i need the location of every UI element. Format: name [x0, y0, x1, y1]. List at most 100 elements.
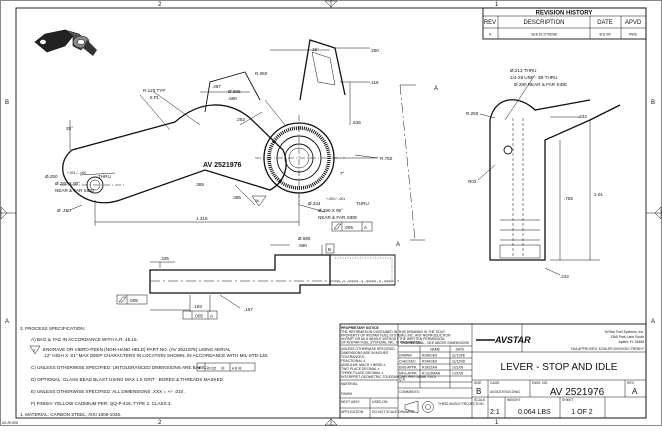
note-3-line2: .12" HIGH X .01" MAX DEEP CHARACTERS IN …: [43, 353, 268, 358]
note-e: E) UNLESS OTHERWISE SPECIFIED: ALL DIMEN…: [31, 389, 186, 394]
units-line-3: FRACTIONAL ±: [341, 359, 365, 363]
dim-116: .116: [370, 80, 379, 85]
zone-top-1: 1: [495, 2, 499, 8]
weight-label: WEIGHT: [507, 398, 521, 402]
center-mark-top: [324, 0, 338, 8]
dim-695: Ø.695: [228, 89, 241, 94]
dim-r060: R.060: [255, 71, 268, 76]
note-c: C) UNLESS OTHERWISE SPECIFIED: UNTOLERAN…: [31, 365, 208, 370]
zone-bottom-2: 2: [158, 420, 162, 426]
avstar-logo: AVSTAR: [476, 335, 531, 345]
scale-value: 2:1: [490, 409, 500, 416]
sig-mfg-date: 1/21/09: [452, 372, 463, 376]
sig-checked-date: 11/12/08: [452, 360, 465, 364]
dim-5pl: 5 PL: [150, 95, 160, 100]
projection-label: THIRD ANGLE PROJECTION: [438, 402, 484, 406]
interp-note: INTERPRET GEOMETRIC TOLERANCING PER: ASM…: [341, 375, 436, 379]
note-flag-3a: [251, 195, 267, 207]
side-242b: .242: [560, 274, 569, 279]
bottom-flat-tol: .005: [129, 298, 138, 303]
weight-value: 0.064 LBS: [518, 409, 551, 416]
comments-label: COMMENTS:: [399, 390, 420, 394]
side-242a: .242: [578, 114, 587, 119]
dim-635: .635: [352, 120, 361, 125]
hole1-side: NEAR & FAR SIDE: [55, 188, 94, 193]
company-city: Jupiter, FL 33458: [618, 340, 644, 344]
section-a-bottom: A: [396, 242, 400, 248]
general-notes: 2. PROCESS SPECIFICATION: A) BAG & TAG I…: [20, 326, 268, 417]
part-title: LEVER - STOP AND IDLE: [501, 362, 618, 373]
sig-mfg-name: R.GUZMAN: [422, 372, 441, 376]
fcf-parallel-bottom: .005 A: [182, 310, 218, 320]
dims-note: DIMENSIONAL - SEE ABOVE DIMENSIONS: [401, 341, 470, 345]
front-view: R.125 TYP 5 PL .487 15° .250 R.060 Ø.695…: [45, 39, 393, 232]
note-c-fcf: ⌖ Ø.015 Ⓜ A B Ⓜ: [196, 362, 256, 372]
dim-r125: R.125 TYP: [143, 88, 165, 93]
finish-label: FINISH: [341, 392, 353, 396]
cage-value: AV2521976.B.DWG: [490, 390, 520, 394]
rev-label: REV: [627, 381, 635, 385]
sheet-label: SHEET: [562, 398, 573, 402]
hole2-side: NEAR & FAR SIDE: [318, 215, 357, 220]
rev-row-description: SEE ECO #5288: [531, 33, 557, 37]
zone-left-b: B: [5, 100, 9, 106]
fcf-flatness-bottom: .005: [116, 294, 148, 305]
dwg-no-label: DWG. NO.: [532, 381, 548, 385]
material-label: MATERIAL: [341, 382, 358, 386]
note-3-flag: [29, 345, 41, 355]
part-mark: AV 2521976: [203, 162, 242, 169]
fcf-front-tol: .005: [344, 225, 353, 230]
note-3-line1: ENGRAVE OR VIBRO-PEEN (NON-HAND HELD) PA…: [43, 347, 231, 352]
rev-header-apvd: APVD: [625, 20, 642, 26]
hole2-dia: Ø.344: [308, 201, 321, 206]
prop-line-2: PROPERTY OF AVSTAR FUEL SYSTEMS, INC. AN…: [341, 334, 451, 338]
cage-label: CAGE: [490, 381, 500, 385]
dim-253: .253: [236, 117, 245, 122]
note-c-fcf-m: Ⓜ: [221, 366, 225, 371]
zone-right-a: A: [651, 319, 655, 325]
size-value: B: [476, 387, 481, 396]
scale-label: SCALE: [474, 398, 486, 402]
hole2-tol: +.000 / -.001: [326, 197, 345, 201]
dwg-no-value: AV 2521976: [550, 387, 605, 398]
scale-note: DO NOT SCALE DRAWING: [372, 410, 415, 414]
dim-250: .250: [370, 48, 379, 53]
dim-15deg: 15°: [312, 47, 319, 52]
sig-checked-label: CHECKED: [399, 360, 416, 364]
note-c-fcf-sym: ⌖: [198, 366, 201, 371]
bottom-335: .335: [160, 256, 169, 261]
center-mark-bottom: [324, 418, 338, 426]
dim-385b: .385: [232, 195, 241, 200]
dim-690: .690: [228, 96, 237, 101]
dim-385a: .385: [195, 182, 204, 187]
units-line-6: THREE PLACE DECIMAL ±: [341, 371, 383, 375]
note-1: 1. MATERIAL: CARBON STEEL, AISI 1006-103…: [20, 412, 121, 417]
sig-drawn-label: DRAWN: [399, 354, 412, 358]
prop-line-1: THE INFORMATION CONTAINED IN THIS DRAWIN…: [341, 330, 446, 334]
units-title: UNLESS OTHERWISE SPECIFIED: [341, 347, 395, 351]
side-755: .755: [564, 196, 573, 201]
dim-450: Ø .450: [57, 208, 71, 213]
rev-header-date: DATE: [597, 20, 613, 26]
dim-r750: R.750: [380, 156, 393, 161]
rev-value: A: [632, 387, 638, 396]
hole2-thru: THRU: [356, 201, 369, 206]
revision-title: REVISION HISTORY: [536, 11, 593, 17]
hole1-thru: THRU: [98, 174, 111, 179]
sig-eng-date: 1/21/09: [452, 366, 463, 370]
side-csk: Ø.290 NEAR & FAR SIDE: [514, 82, 567, 87]
sig-checked-name: RSHIGEK: [422, 360, 438, 364]
note-2: 2. PROCESS SPECIFICATION:: [20, 326, 85, 331]
side-r250: R.250: [466, 111, 479, 116]
side-view: Ø.213 THRU 1/4-28 UNF - 2B THRU Ø.290 NE…: [396, 68, 621, 279]
fcf-front-datum: A: [364, 225, 368, 230]
sheet-value: 1 OF 2: [571, 409, 593, 416]
note-c-fcf-datums: A B Ⓜ: [232, 366, 242, 371]
size-label: SIZE: [474, 381, 482, 385]
zone-left-a: A: [5, 319, 9, 325]
fcf-flatness-front: .005 A: [331, 221, 373, 232]
dim-7deg: 7°: [340, 171, 345, 176]
hole2-csk: Ø.390 X 90°: [318, 208, 343, 213]
zone-bottom-1: 1: [495, 420, 499, 426]
